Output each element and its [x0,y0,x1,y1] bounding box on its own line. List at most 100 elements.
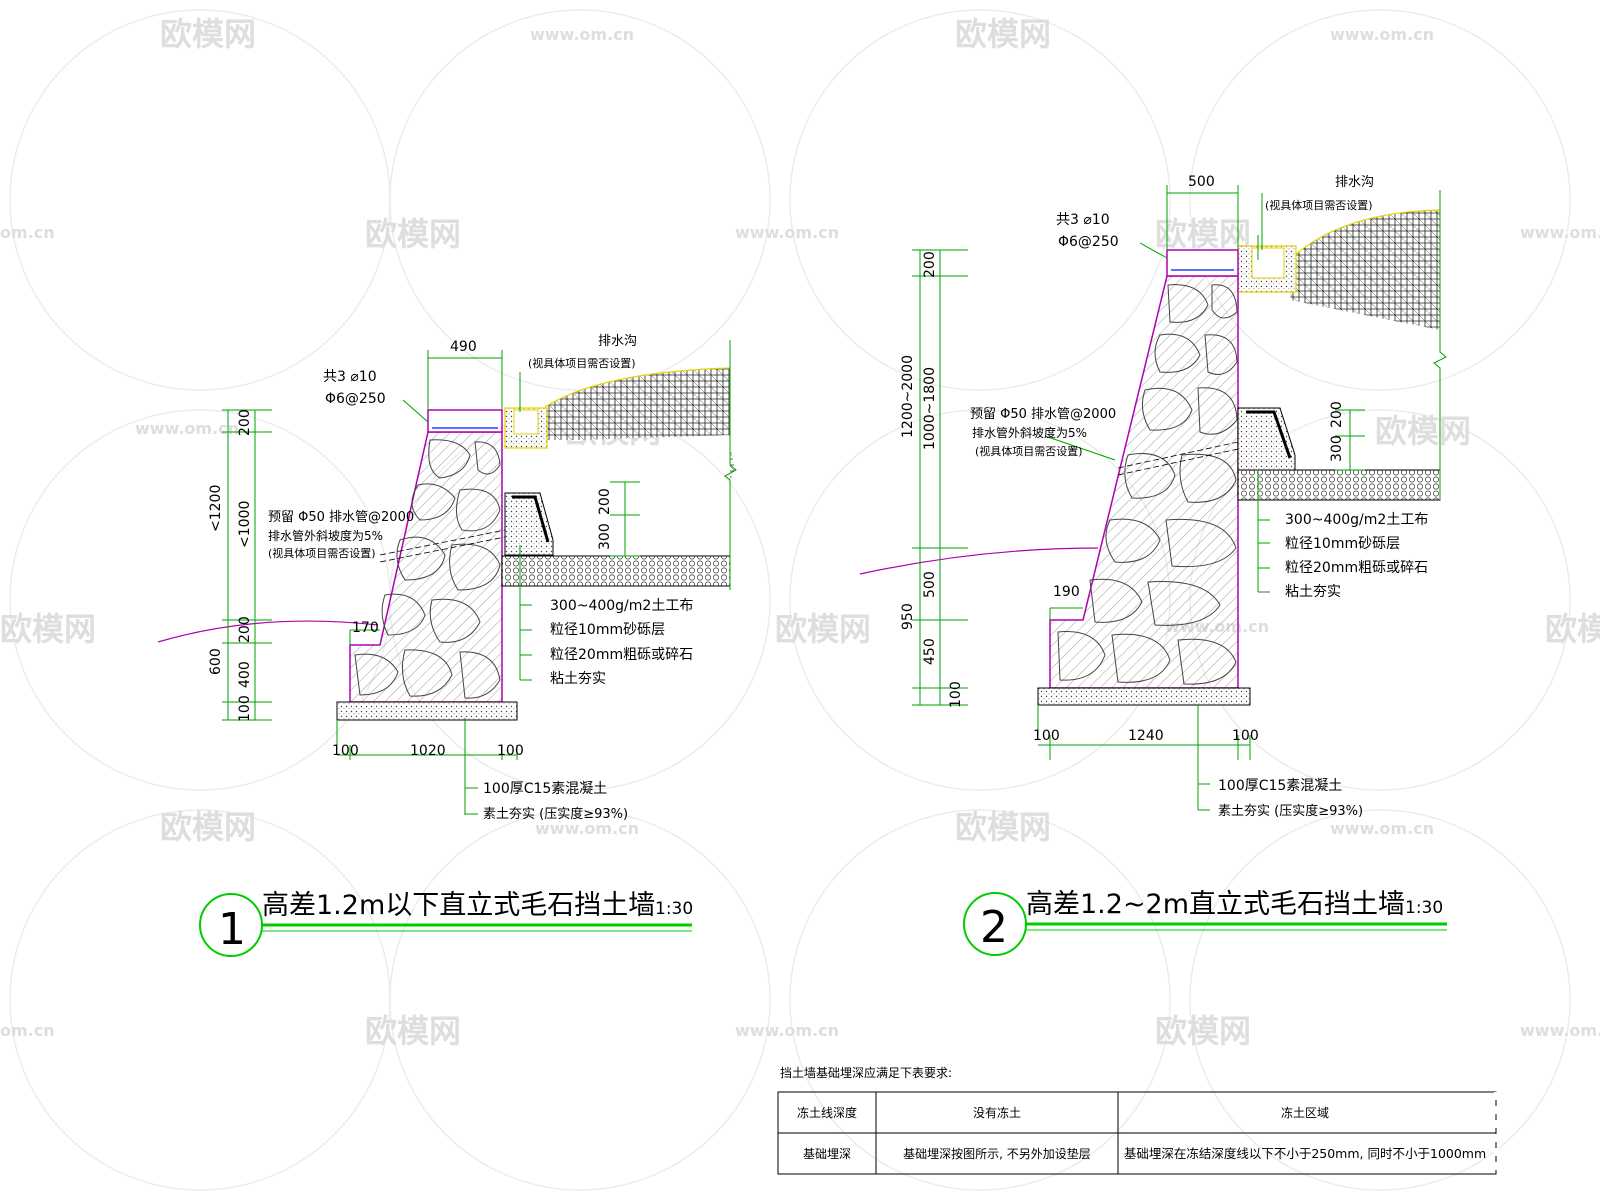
ground-line [157,620,379,643]
rebar-main-label: 共3 ⌀10 [323,369,377,385]
retained-soil [545,368,735,480]
layer-2: 粒径10mm砂砾层 [550,622,665,638]
title-scale: 1:30 [655,899,693,919]
break-line [724,340,737,590]
dim-950: 950 [900,603,916,630]
rubble-stones [1057,284,1238,685]
dim-bottom-left: 100 [332,743,359,759]
table-header-frost-zone: 冻土区域 [1281,1105,1329,1120]
watermark-brand: 欧模网 [1155,215,1251,253]
foundation-table: 挡土墙基础埋深应满足下表要求: 冻土线深度 没有冻土 冻土区域 基础埋深 基础埋… [777,1065,1498,1175]
watermark-brand: 欧模网 [955,808,1051,846]
table-header-frost-depth: 冻土线深度 [797,1105,857,1120]
drain-ditch-note: (视具体项目需否设置) [1265,198,1373,212]
dim-right-300: 300 [597,523,613,550]
dim-right-200: 200 [1329,401,1345,428]
base-note-1: 100厚C15素混凝土 [1218,778,1342,794]
title-block-2: 2 高差1.2~2m直立式毛石挡土墙 1:30 [963,889,1447,956]
table-cell-frost-zone: 基础埋深在冻结深度线以下不小于250mm, 同时不小于1000mm [1124,1146,1486,1161]
dim-right-200: 200 [597,488,613,515]
drain-ditch-note: (视具体项目需否设置) [528,356,636,370]
watermark-url: www.om.cn [535,819,639,838]
dim-bottom-mid: 1020 [410,743,446,759]
layer-3: 粒径20mm粗砾或碎石 [550,647,693,663]
base-note-1: 100厚C15素混凝土 [483,781,607,797]
dim-top-width: 490 [450,339,477,355]
watermark-url: www.om.cn [1330,819,1434,838]
watermark-brand: 欧模网 [1155,1012,1251,1050]
watermark-brand: 欧模网 [160,15,256,53]
dim-base-100: 100 [237,695,253,722]
layer-4: 粘土夯实 [1285,584,1341,600]
dim-bottom-mid: 1240 [1128,728,1164,744]
title-block-1: 1 高差1.2m以下直立式毛石挡土墙 1:30 [199,890,693,957]
pipe-note-3: (视具体项目需否设置) [268,546,376,560]
dim-toe-width: 190 [1053,584,1080,600]
base-note-2: 素土夯实 (压实度≥93%) [1218,803,1363,819]
dim-toe-400: 400 [237,661,253,688]
lower-ground [1237,469,1441,501]
watermark-url-short: om.cn [0,223,55,242]
layer-1: 300~400g/m2土工布 [550,598,693,614]
table-cell-depth: 基础埋深 [803,1147,851,1161]
watermark-brand: 欧模网 [1375,412,1471,450]
pipe-note-2: 排水管外斜坡度为5% [268,528,383,543]
watermark-brand: 欧模网 [160,808,256,846]
soil-surface [1294,209,1441,256]
break-line [1433,190,1447,500]
drain-pipe [379,529,506,563]
title-number: 1 [218,904,246,955]
dimension-lines [912,185,1365,811]
watermark-brand: 欧模网 [775,610,871,648]
pipe-note-1: 预留 Φ50 排水管@2000 [970,407,1116,422]
dim-toe-200: 200 [237,616,253,643]
title-number: 2 [980,902,1008,953]
section-drawing-2: 500 共3 ⌀10 Φ6@250 排水沟 (视具体项目需否设置) 预留 Φ50… [859,174,1447,956]
title: 高差1.2~2m直立式毛石挡土墙 [1026,889,1405,920]
layer-4: 粘土夯实 [550,671,606,687]
geotextile [512,495,550,543]
dim-cap-200: 200 [237,409,253,436]
rubble-wall [349,431,503,703]
dim-right-300: 300 [1329,435,1345,462]
layer-3: 粒径20mm粗砾或碎石 [1285,560,1428,576]
base-slab [336,701,518,721]
dim-less-1000: <1000 [237,501,253,548]
watermark-url: www.om.cn [735,223,839,242]
drain-ditch-inner [513,409,539,435]
ground-line [859,547,1099,575]
dim-600: 600 [208,648,224,675]
table-caption: 挡土墙基础埋深应满足下表要求: [780,1065,952,1080]
watermark-brand: 欧模网 [365,1012,461,1050]
dim-1000-1800: 1000~1800 [922,367,938,450]
dim-bottom-right: 100 [1232,728,1259,744]
geotextile [1246,410,1292,459]
base-note-2: 素土夯实 (压实度≥93%) [483,806,628,822]
retained-soil [1290,210,1440,330]
dim-less-1200: <1200 [208,485,224,532]
dim-bottom-left: 100 [1033,728,1060,744]
layer-1: 300~400g/m2土工布 [1285,512,1428,528]
watermark-url: www.om.cn [1520,1021,1600,1040]
rubble-wall [1049,275,1239,689]
dimension-lines [222,350,640,815]
watermark-url: www.om.cn [1520,223,1600,242]
watermark-url: www.om.cn [135,419,239,438]
base-slab [1037,687,1251,706]
title-scale: 1:30 [1405,898,1443,918]
pipe-note-3: (视具体项目需否设置) [975,444,1083,458]
table-header-no-frost: 没有冻土 [973,1105,1021,1120]
dim-top-width: 500 [1188,174,1215,190]
soil-surface [544,367,731,408]
dim-bottom-right: 100 [497,743,524,759]
watermark-url: www.om.cn [530,25,634,44]
layer-2: 粒径10mm砂砾层 [1285,536,1400,552]
title: 高差1.2m以下直立式毛石挡土墙 [262,890,655,921]
pipe-note-2: 排水管外斜坡度为5% [972,425,1087,440]
rebar-stirrup-label: Φ6@250 [1058,234,1119,250]
drain-ditch-label: 排水沟 [598,334,637,349]
section-drawing-1: 490 共3 ⌀10 Φ6@250 排水沟 (视具体项目需否设置) 预留 Φ50… [157,334,737,957]
watermark-brand: 欧模网 [955,15,1051,53]
watermark-brand: 欧模网 [365,215,461,253]
